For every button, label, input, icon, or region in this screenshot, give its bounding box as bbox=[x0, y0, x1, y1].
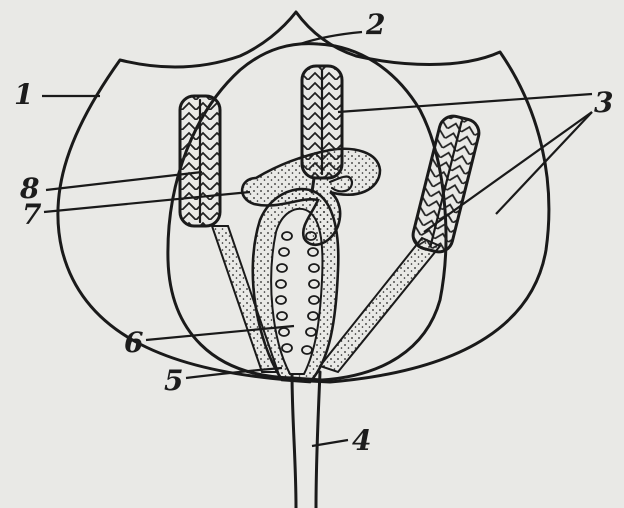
label-4: 4 bbox=[352, 424, 371, 457]
label-6: 6 bbox=[124, 326, 143, 359]
anther-left bbox=[180, 96, 220, 226]
filament-center bbox=[312, 178, 314, 192]
label-3: 3 bbox=[594, 86, 613, 119]
label-2: 2 bbox=[365, 8, 385, 41]
label-8: 8 bbox=[19, 172, 39, 205]
label-5: 5 bbox=[164, 364, 183, 397]
label-1: 1 bbox=[14, 78, 33, 111]
anther-center bbox=[302, 66, 342, 178]
stem bbox=[292, 372, 320, 508]
anther-right bbox=[410, 113, 482, 255]
